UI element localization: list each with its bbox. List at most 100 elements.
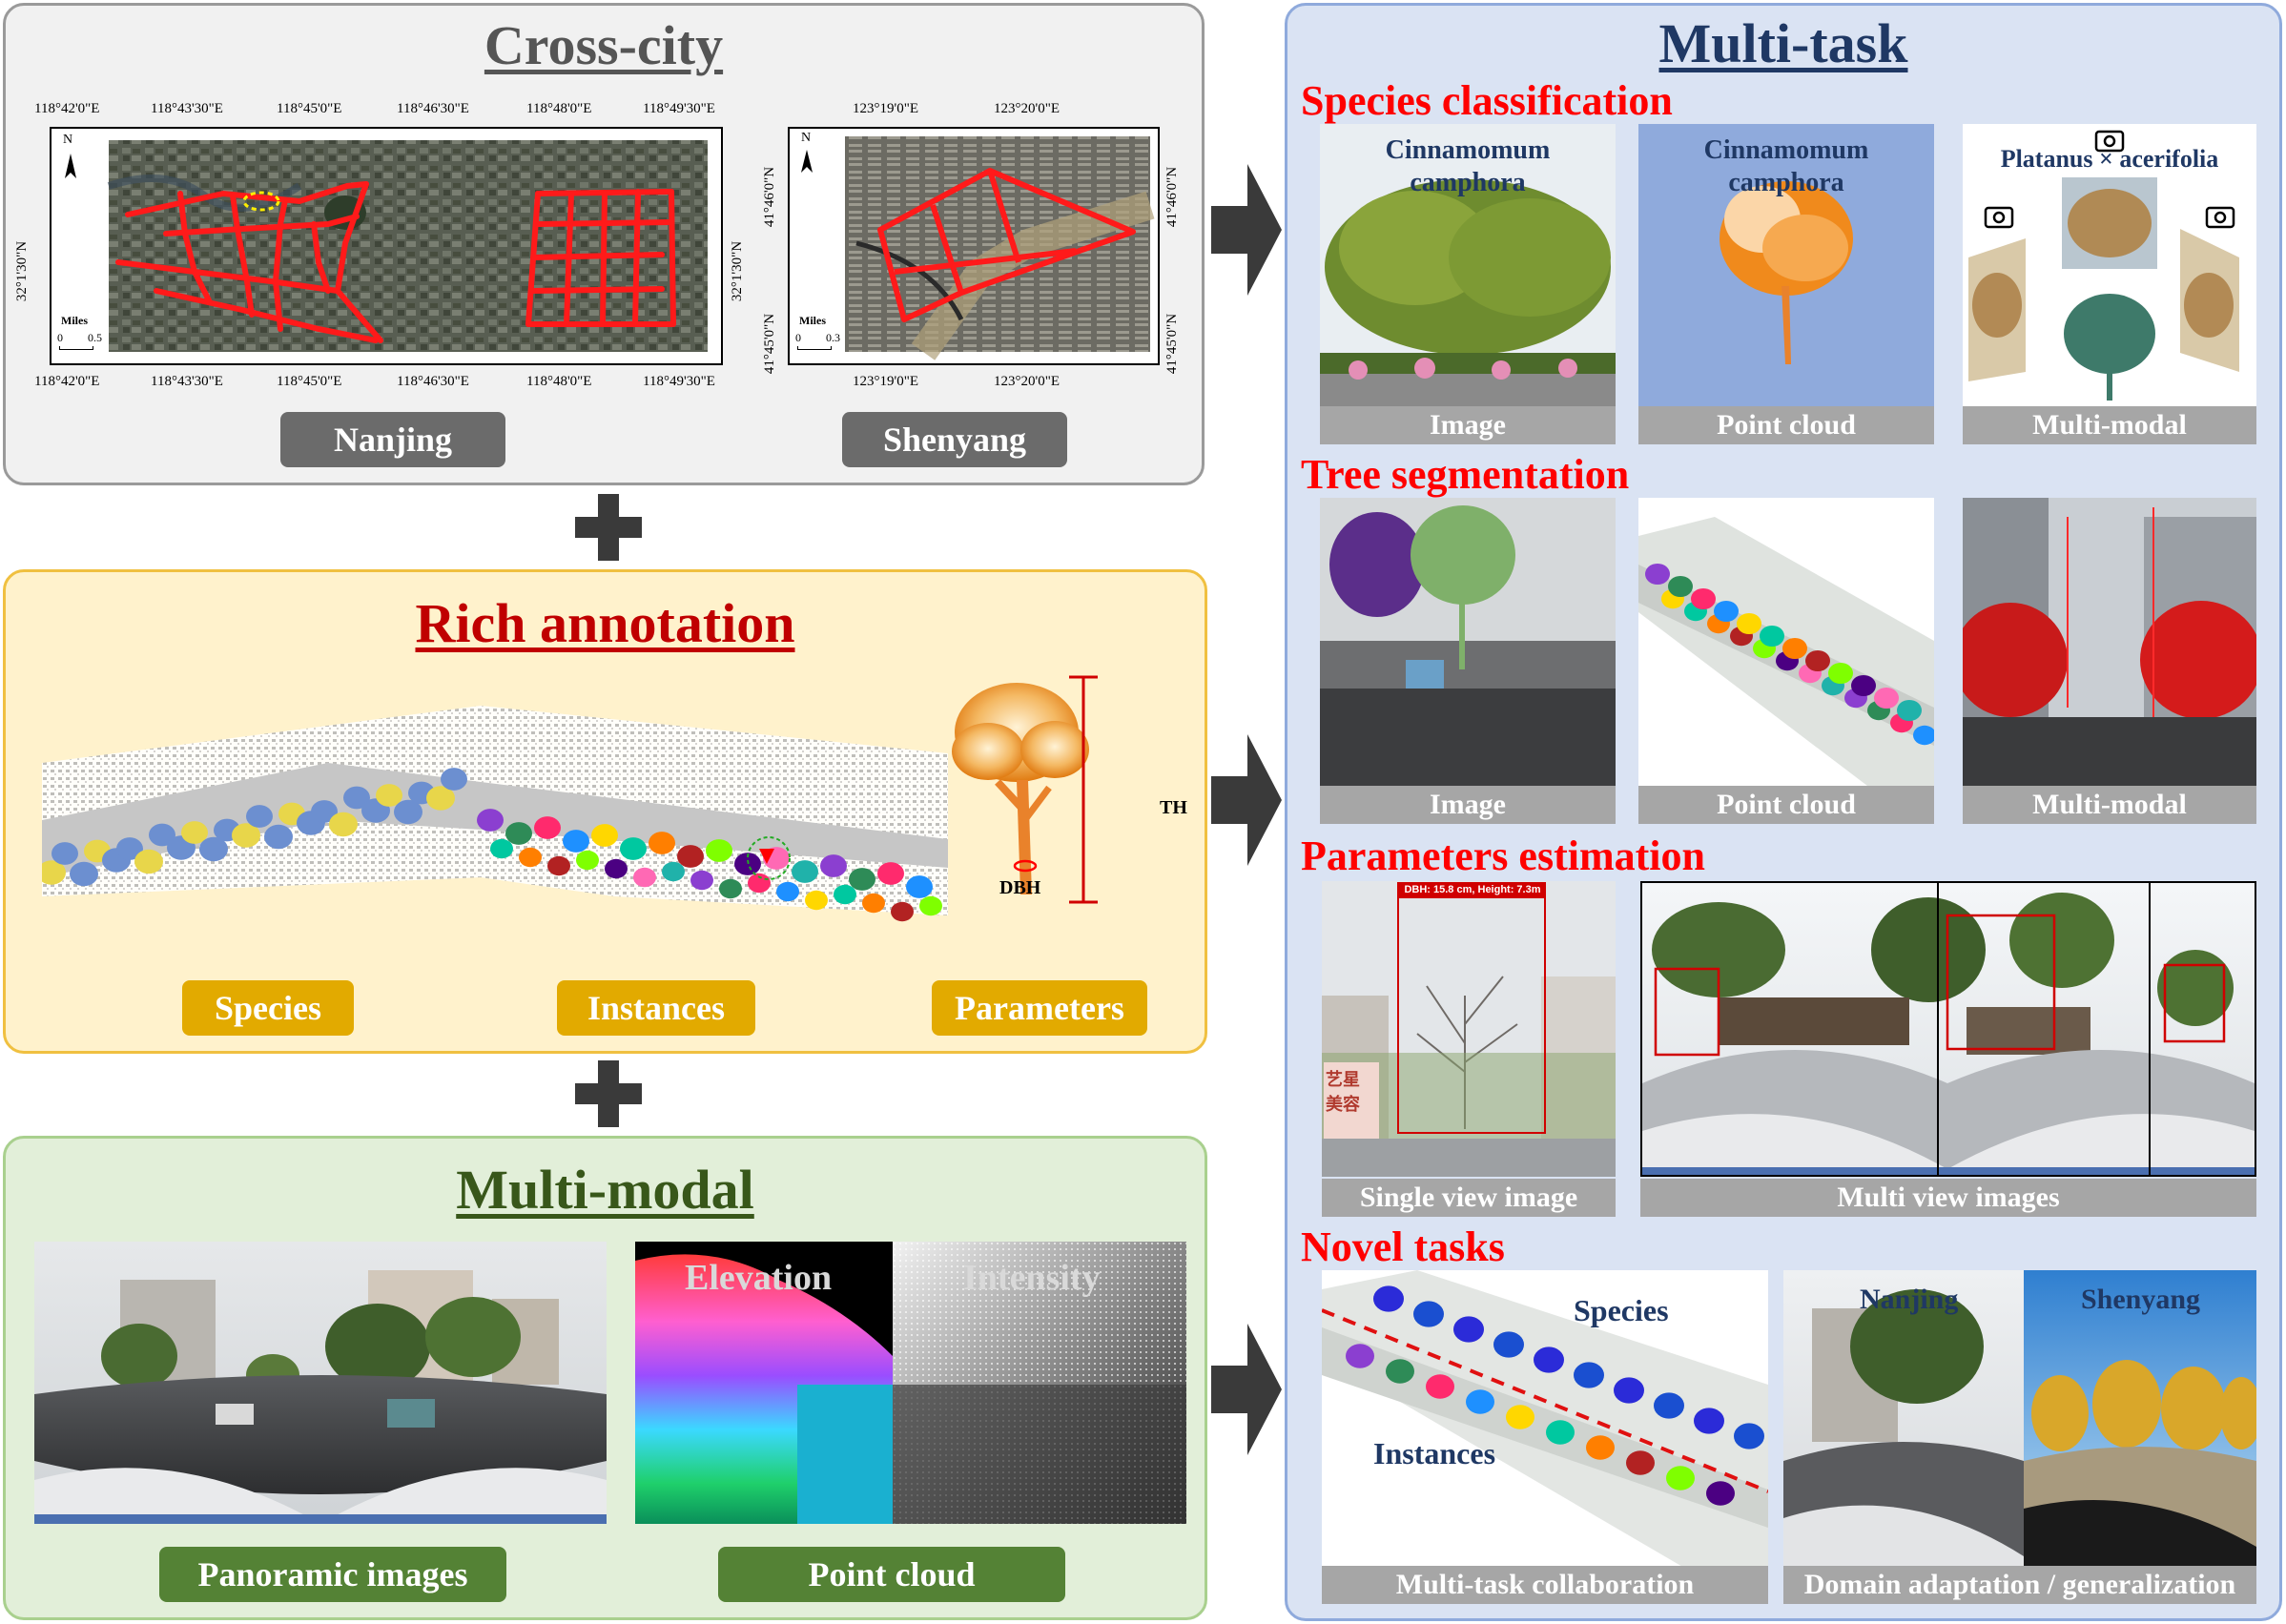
species-multi-modal [1963, 124, 2256, 412]
sign-text: 艺星美容 [1326, 1070, 1360, 1114]
multi-task-collaboration-image [1322, 1270, 1768, 1568]
tree-blob [834, 884, 856, 905]
plus-icon [575, 494, 642, 561]
tree-blob [42, 860, 66, 885]
tree-blob [51, 842, 78, 865]
tree-blob [620, 837, 647, 860]
tree-blob [1645, 563, 1670, 586]
segmentation-point-cloud [1638, 498, 1934, 786]
tree-blob [1614, 1377, 1644, 1404]
parameters-estimation-title: Parameters estimation [1301, 833, 1705, 879]
nanjing-label: Nanjing [280, 412, 505, 467]
shenyang-top-tick: 123°19'0"E [853, 101, 918, 116]
shenyang-label: Shenyang [842, 412, 1067, 467]
intensity-label: Intensity [963, 1258, 1101, 1298]
tree-blob [891, 901, 914, 922]
nanjing-top-tick: 118°49'30"E [643, 101, 715, 116]
point-cloud-label: Point cloud [718, 1547, 1065, 1602]
tree-blob [1373, 1285, 1404, 1312]
single-view-image [1322, 881, 1616, 1177]
tree-blob [1506, 1405, 1534, 1429]
species-image-caption: Image [1320, 406, 1616, 444]
nanjing-top-tick: 118°48'0"E [526, 101, 592, 116]
annotated-point-cloud [42, 706, 948, 922]
tree-blob [1668, 575, 1693, 598]
tree-blob [477, 809, 504, 832]
nanjing-right-tick: 32°1'30"N [730, 240, 746, 302]
shenyang-right-tick: 41°46'0"N [1164, 166, 1181, 228]
tree-blob [1691, 587, 1716, 610]
bbox-label: DBH: 15.8 cm, Height: 7.3m [1404, 884, 1541, 895]
tree-blob [181, 821, 208, 844]
tree-blob [116, 837, 143, 860]
tree-blob [505, 822, 532, 845]
tree-blob [820, 854, 847, 877]
tree-blob [70, 861, 98, 887]
panoramic-images-label: Panoramic images [159, 1547, 506, 1602]
tree-blob [264, 824, 293, 850]
shenyang-bottom-tick: 123°20'0"E [994, 374, 1060, 389]
multi-task-panel: Multi-task Species classification Cinnam… [1285, 3, 2282, 1621]
tree-blob [490, 838, 513, 859]
tree-blob [1734, 1423, 1764, 1449]
tree-blob [633, 867, 656, 888]
nanjing-north: N [63, 133, 73, 147]
tree-blob [394, 799, 422, 825]
multi-view-caption: Multi view images [1640, 1179, 2256, 1217]
shenyang-left-tick: 41°46'0"N [762, 166, 778, 228]
tree-blob [563, 830, 589, 853]
nanjing-scale-bar [59, 346, 93, 350]
tree-blob [1805, 649, 1830, 672]
tree-blob [1737, 612, 1761, 635]
tree-blob [605, 858, 628, 879]
tree-blob [1654, 1392, 1684, 1419]
tree-blob [1453, 1316, 1484, 1343]
tree-blob [232, 823, 260, 848]
tree-blob [134, 849, 163, 874]
elevation-label: Elevation [685, 1258, 833, 1298]
nanjing-bottom-tick: 118°43'30"E [151, 374, 223, 389]
species-overlay: Species [1574, 1293, 1669, 1327]
shenyang-top-tick: 123°20'0"E [994, 101, 1060, 116]
nanjing-top-tick: 118°45'0"E [277, 101, 342, 116]
tree-blob [690, 870, 713, 891]
tree-blob [1626, 1450, 1655, 1475]
species-mm-name: Platanus × acerifolia [2000, 145, 2219, 173]
rich-annotation-panel: Rich annotation [3, 569, 1207, 1054]
cross-city-panel: Cross-city [3, 3, 1205, 485]
nanjing-overlay: Nanjing [1860, 1284, 1959, 1315]
tree-blob [1828, 662, 1853, 685]
th-label: TH [1160, 797, 1187, 818]
domain-adaptation-caption: Domain adaptation / generalization [1783, 1566, 2256, 1604]
nanjing-scale-zero: 0 [57, 331, 63, 344]
tree-blob [1874, 687, 1899, 709]
single-view-caption: Single view image [1322, 1179, 1616, 1217]
tree-blob [919, 895, 942, 916]
species-pc-name-1: Cinnamomum [1703, 135, 1869, 165]
nanjing-scale-unit: Miles [61, 314, 88, 327]
nanjing-scale-max: 0.5 [88, 331, 102, 344]
tree-blob [1493, 1331, 1524, 1358]
tree-blob [1760, 625, 1784, 648]
tree-blob [519, 847, 542, 868]
shenyang-scale-bar [797, 346, 832, 350]
segmentation-image [1320, 498, 1616, 786]
arrow-right-icon [1211, 164, 1282, 296]
tree-blob [149, 823, 175, 847]
tree-blob [311, 800, 338, 823]
tree-parameters-figure [952, 675, 1098, 904]
tree-blob [1694, 1408, 1724, 1434]
multi-modal-title: Multi-modal [456, 1159, 754, 1221]
species-mm-caption: Multi-modal [1963, 406, 2256, 444]
panoramic-image [34, 1242, 607, 1524]
segmentation-image-caption: Image [1320, 786, 1616, 824]
tree-blob [1666, 1466, 1695, 1490]
tree-blob [441, 768, 467, 791]
species-image-name-1: Cinnamomum [1385, 135, 1551, 165]
nanjing-bottom-tick: 118°42'0"E [34, 374, 100, 389]
tree-blob [1714, 600, 1739, 623]
species-point-cloud [1638, 124, 1934, 412]
tree-blob [376, 784, 402, 807]
tree-blob [1851, 674, 1876, 697]
tree-blob [246, 805, 273, 828]
